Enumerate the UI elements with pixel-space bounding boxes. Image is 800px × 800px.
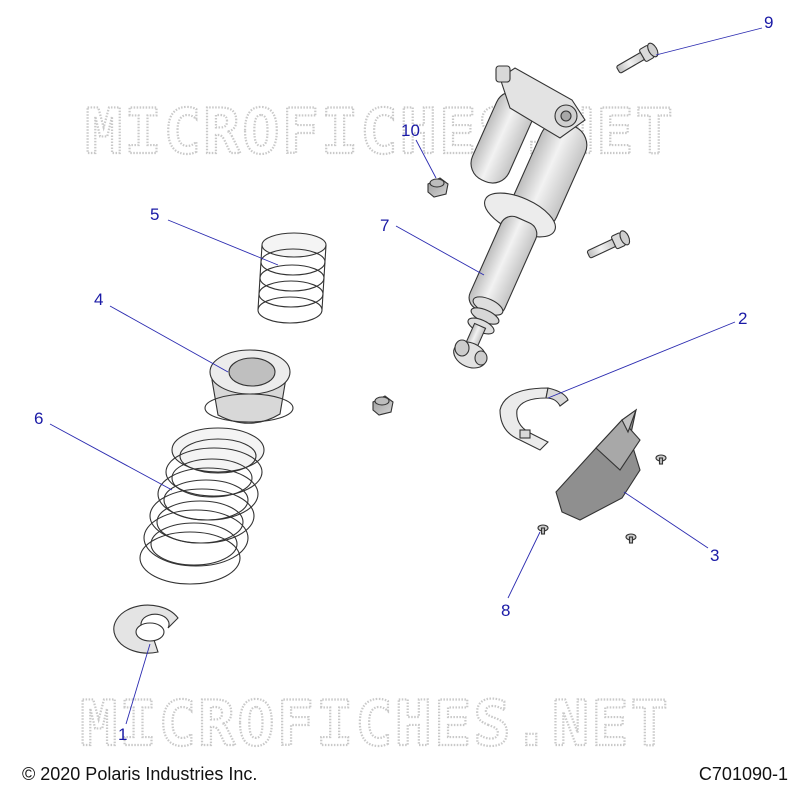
leader-line-7	[395, 225, 485, 276]
part-9-bolt	[616, 42, 659, 74]
callout-2: 2	[738, 309, 747, 328]
callout-8: 8	[501, 601, 510, 620]
leader-line-4	[109, 305, 229, 373]
leader-line-3	[623, 491, 709, 549]
part-6-spring-large	[139, 427, 265, 585]
leader-line-5	[167, 219, 279, 266]
callout-7: 7	[380, 216, 389, 235]
part-2-retaining-clip	[499, 387, 569, 451]
callout-4: 4	[94, 290, 103, 309]
leader-line-2	[547, 321, 736, 399]
part-3-shock-guard	[555, 408, 641, 521]
leader-line-10	[415, 139, 437, 179]
watermark-top: MICROFICHES.NET	[85, 95, 675, 168]
watermark-bottom: MICROFICHES.NET	[80, 687, 670, 760]
part-1-c-clip	[113, 604, 179, 654]
part-5-spring-small	[257, 232, 327, 324]
leader-line-1	[125, 643, 151, 725]
leader-line-8	[507, 531, 541, 599]
leader-line-9	[655, 27, 763, 56]
callout-3: 3	[710, 546, 719, 565]
part-8-fasteners	[537, 454, 667, 544]
callout-6: 6	[34, 409, 43, 428]
callout-10: 10	[401, 121, 420, 140]
part-7-shock-absorber	[453, 65, 588, 369]
part-10-bushing-upper	[427, 177, 449, 198]
part-4-spring-seat	[204, 349, 294, 424]
copyright-notice: © 2020 Polaris Industries Inc.	[22, 764, 258, 784]
callout-9: 9	[764, 13, 773, 32]
figure-code: C701090-1	[698, 764, 788, 784]
callout-1: 1	[118, 725, 127, 744]
part-7-bolt	[586, 230, 631, 259]
callout-5: 5	[150, 205, 159, 224]
leader-line-6	[49, 423, 173, 491]
part-10-bushing-lower	[372, 395, 394, 416]
